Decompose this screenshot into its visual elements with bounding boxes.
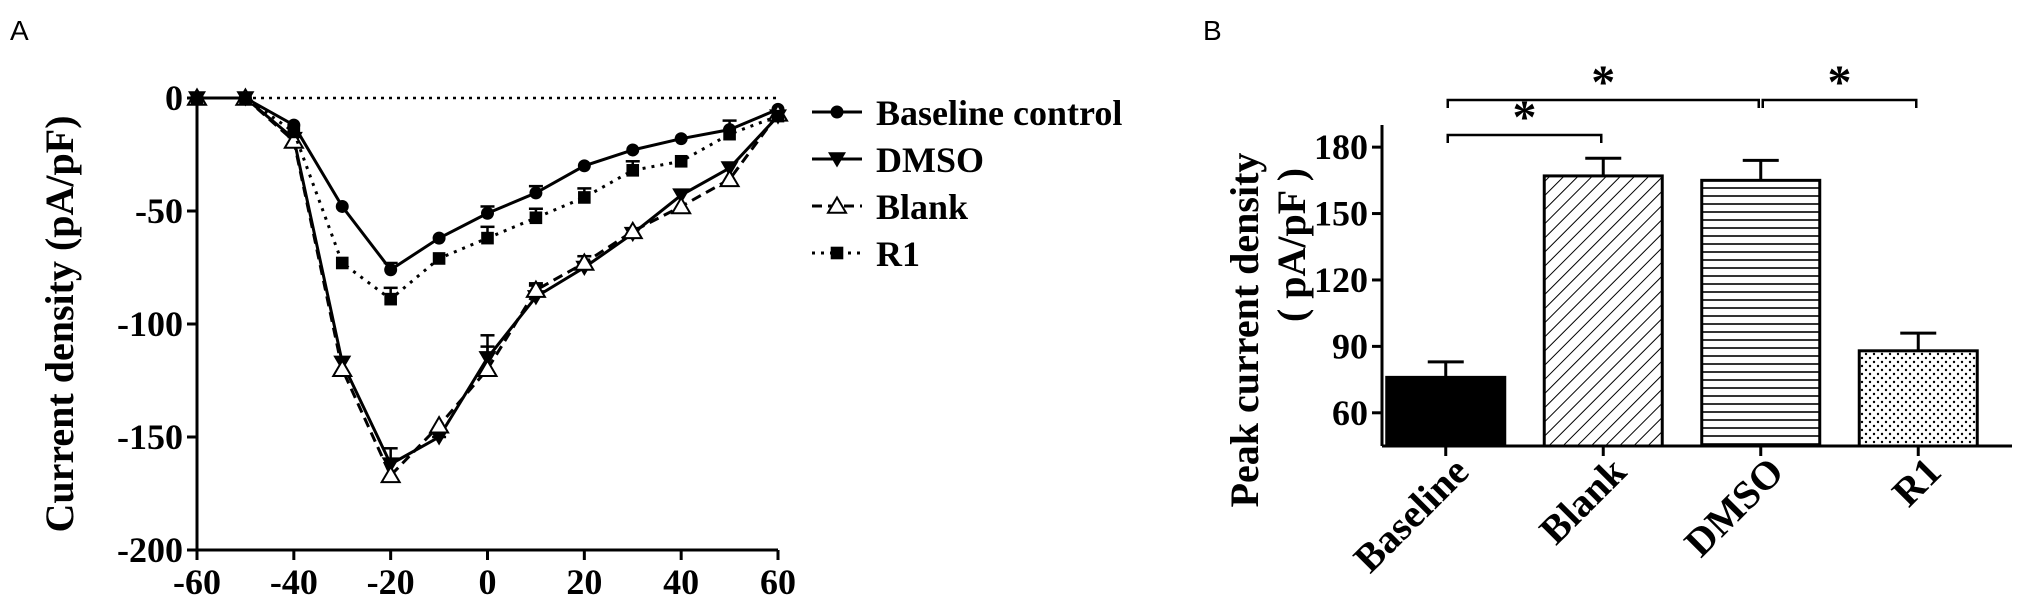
legend-marker bbox=[830, 105, 844, 119]
legend-item-blank: Blank bbox=[812, 187, 968, 227]
legend-item-baseline-control: Baseline control bbox=[812, 93, 1122, 133]
panel-label-b: B bbox=[1203, 15, 1222, 46]
significance-star: * bbox=[1828, 56, 1852, 109]
data-point bbox=[529, 211, 543, 225]
data-point bbox=[578, 191, 591, 204]
data-point bbox=[476, 358, 499, 377]
y-tick-label: 60 bbox=[1332, 393, 1368, 433]
y-tick-label: -100 bbox=[117, 304, 183, 344]
x-tick-label: -20 bbox=[367, 562, 415, 602]
category-label: R1 bbox=[1883, 449, 1949, 515]
y-tick-label: -150 bbox=[117, 417, 183, 457]
data-point bbox=[723, 127, 736, 141]
bar bbox=[1385, 375, 1507, 448]
x-tick-label: -40 bbox=[270, 562, 318, 602]
significance-bracket bbox=[1446, 98, 1760, 108]
y-axis-title-line2: ( pA/pF ) bbox=[1269, 168, 1314, 322]
series-baseline-control bbox=[190, 91, 785, 277]
y-axis-title: Current density (pA/pF) bbox=[37, 115, 82, 532]
data-point bbox=[529, 186, 543, 200]
data-point bbox=[379, 464, 402, 484]
y-tick-label: 90 bbox=[1332, 326, 1368, 366]
legend-label: Blank bbox=[876, 187, 968, 227]
legend-label: Baseline control bbox=[876, 93, 1122, 133]
series-blank bbox=[186, 87, 789, 484]
legend-marker bbox=[830, 246, 844, 260]
legend-marker bbox=[828, 152, 846, 168]
data-point bbox=[335, 256, 349, 270]
data-point bbox=[384, 263, 398, 277]
bar-r1 bbox=[1857, 331, 1979, 448]
data-point bbox=[626, 143, 640, 157]
data-point bbox=[331, 358, 353, 377]
data-point bbox=[577, 159, 591, 173]
data-point bbox=[432, 252, 446, 265]
data-point bbox=[239, 91, 252, 105]
data-point bbox=[626, 164, 640, 177]
data-point bbox=[622, 220, 644, 240]
bar-baseline bbox=[1385, 360, 1507, 448]
data-point bbox=[190, 91, 204, 105]
data-point bbox=[771, 109, 785, 123]
bar bbox=[1857, 349, 1979, 448]
y-tick-label: 0 bbox=[165, 78, 183, 118]
bar-dmso bbox=[1700, 158, 1822, 448]
significance-dmso-vs-r1: * bbox=[1761, 56, 1918, 109]
y-tick-label: -200 bbox=[117, 530, 183, 570]
bar bbox=[1700, 178, 1822, 448]
data-point bbox=[481, 206, 494, 220]
legend-marker bbox=[826, 195, 848, 214]
legend-item-dmso: DMSO bbox=[812, 140, 984, 180]
x-tick-label: 60 bbox=[760, 562, 796, 602]
bar-blank bbox=[1542, 156, 1664, 448]
significance-bracket bbox=[1761, 98, 1918, 108]
x-tick-label: 40 bbox=[663, 562, 699, 602]
data-point bbox=[335, 200, 349, 213]
category-label: DMSO bbox=[1675, 449, 1792, 566]
data-point bbox=[573, 252, 596, 271]
legend-label: R1 bbox=[876, 234, 920, 274]
legend-label: DMSO bbox=[876, 140, 984, 180]
y-tick-label: 180 bbox=[1314, 127, 1368, 167]
data-point bbox=[674, 132, 688, 146]
data-point bbox=[283, 130, 305, 149]
x-tick-label: 0 bbox=[479, 562, 497, 602]
series-line bbox=[197, 96, 780, 479]
category-label: Baseline bbox=[1345, 449, 1477, 581]
data-point bbox=[674, 154, 688, 168]
x-tick-label: 20 bbox=[566, 562, 602, 602]
y-tick-label: 150 bbox=[1314, 194, 1368, 234]
data-point bbox=[384, 292, 397, 306]
legend-item-r1: R1 bbox=[812, 234, 920, 274]
y-tick-label: -50 bbox=[135, 191, 183, 231]
data-point bbox=[287, 125, 301, 139]
data-point bbox=[432, 231, 446, 245]
data-point bbox=[481, 231, 494, 245]
category-label: Blank bbox=[1530, 448, 1635, 553]
data-point bbox=[670, 195, 692, 215]
bar bbox=[1542, 174, 1664, 448]
series-line bbox=[197, 96, 780, 467]
significance-bracket bbox=[1446, 133, 1603, 143]
series-r1 bbox=[190, 91, 785, 306]
series-line bbox=[197, 96, 779, 302]
significance-baseline-vs-dmso: * bbox=[1446, 56, 1760, 109]
significance-star: * bbox=[1591, 56, 1615, 109]
y-tick-label: 120 bbox=[1314, 260, 1368, 300]
series-dmso bbox=[188, 91, 787, 473]
y-axis-title-line1: Peak current density bbox=[1222, 153, 1267, 508]
data-point bbox=[718, 168, 741, 188]
data-point bbox=[525, 279, 547, 298]
panel-label-a: A bbox=[10, 15, 29, 46]
x-tick-label: -60 bbox=[173, 562, 221, 602]
data-point bbox=[428, 415, 450, 434]
